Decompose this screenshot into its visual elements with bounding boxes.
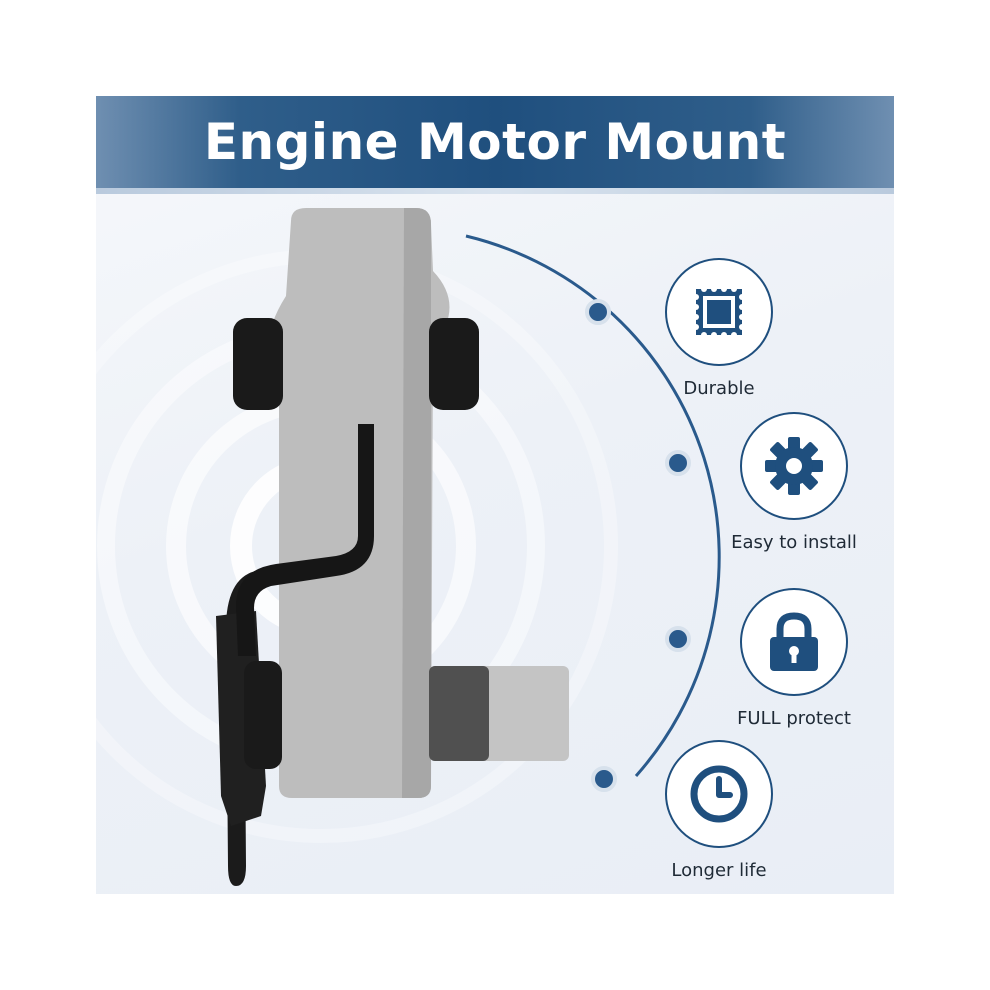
feature-label: FULL protect: [737, 708, 851, 729]
lock-icon: [770, 612, 818, 671]
arc-dot-2: [665, 450, 691, 476]
feature-longer-life: Longer life: [624, 740, 814, 881]
motor-mount-image: [216, 208, 569, 886]
top-bushing-left: [233, 318, 283, 410]
arc-dot-4: [591, 766, 617, 792]
feature-icon-circle: [665, 258, 773, 366]
feature-easy-install: Easy to install: [699, 412, 889, 553]
title-banner: Engine Motor Mount: [96, 96, 894, 188]
clock-icon: [690, 765, 748, 823]
arc-dot-3: [665, 626, 691, 652]
page-title: Engine Motor Mount: [203, 113, 787, 171]
background-decoration: [96, 208, 721, 886]
bottom-sleeve-rubber: [429, 666, 489, 761]
square-stamp-icon: [693, 286, 745, 338]
feature-durable: Durable: [624, 258, 814, 399]
feature-icon-circle: [665, 740, 773, 848]
feature-full-protect: FULL protect: [699, 588, 889, 729]
product-banner: Engine Motor Mount Durable: [96, 96, 894, 894]
mount-body-side: [402, 208, 431, 798]
title-underline: [96, 188, 894, 194]
feature-arc: [465, 234, 721, 777]
feature-icon-circle: [740, 412, 848, 520]
bottom-bushing: [244, 661, 282, 769]
arc-dot-1: [585, 299, 611, 325]
top-bushing-right: [429, 318, 479, 410]
feature-label: Durable: [683, 378, 755, 399]
feature-icon-circle: [740, 588, 848, 696]
mount-bracket-arm: [236, 424, 374, 656]
feature-label: Easy to install: [731, 532, 857, 553]
feature-label: Longer life: [671, 860, 767, 881]
gear-icon: [765, 437, 823, 495]
